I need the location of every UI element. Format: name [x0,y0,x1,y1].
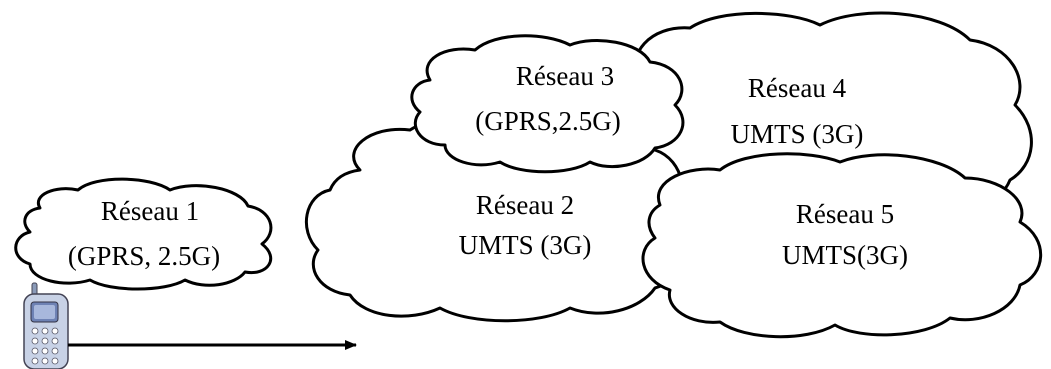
reseau-3-name: Réseau 3 [516,61,614,91]
reseau-5-name: Réseau 5 [796,199,894,229]
reseau-4-name: Réseau 4 [748,73,847,103]
reseau-2-name: Réseau 2 [476,190,574,220]
reseau-4-tech: UMTS (3G) [731,119,864,149]
cloud-reseau-5 [641,152,1043,339]
cloud-reseau-1 [14,177,273,291]
cloud-reseau-3 [410,34,685,174]
reseau-3-tech: (GPRS,2.5G) [475,106,621,136]
reseau-1-name: Réseau 1 [101,196,199,226]
reseau-5-tech: UMTS(3G) [782,240,908,270]
mobile-phone-icon [23,282,69,369]
reseau-2-tech: UMTS (3G) [459,230,592,260]
reseau-1-tech: (GPRS, 2.5G) [68,241,220,271]
